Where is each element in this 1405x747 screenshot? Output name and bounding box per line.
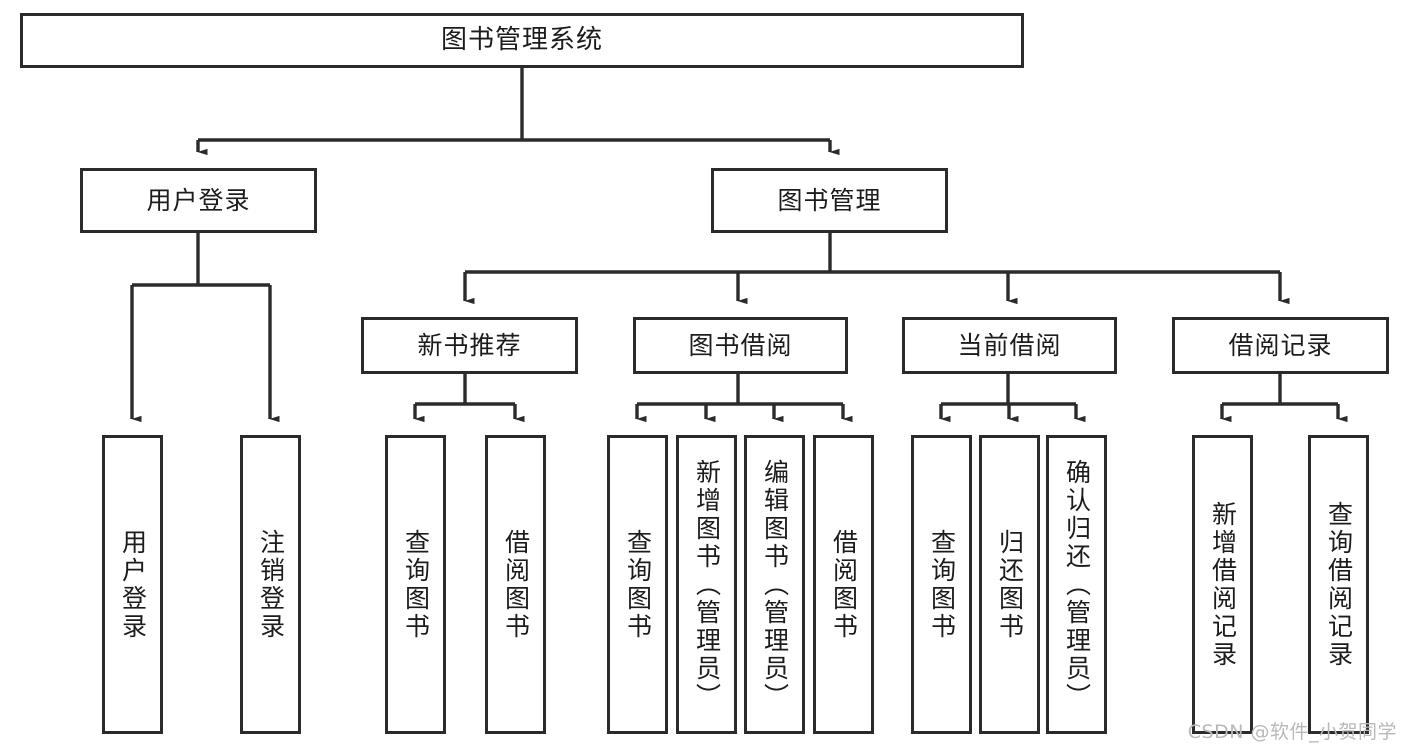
leaf-add-book-admin[interactable]: 新增图书（管理员） [676,435,737,734]
node-label: 新增借阅记录 [1208,500,1238,669]
leaf-edit-book-admin[interactable]: 编辑图书（管理员） [744,435,805,734]
node-label: 新增图书（管理员） [692,458,722,711]
node-book-manage[interactable]: 图书管理 [711,168,948,233]
node-label: 新书推荐 [417,330,522,360]
node-label: 借阅图书 [829,528,859,641]
leaf-query-book-recommend[interactable]: 查询图书 [385,435,446,734]
leaf-query-book-current[interactable]: 查询图书 [911,435,972,734]
leaf-return-book[interactable]: 归还图书 [979,435,1040,734]
leaf-borrow-book-recommend[interactable]: 借阅图书 [485,435,546,734]
node-current-borrow[interactable]: 当前借阅 [902,317,1117,374]
node-label: 借阅记录 [1228,330,1333,360]
watermark-text: CSDN @软件_小贺同学 [1187,721,1397,743]
leaf-user-login[interactable]: 用户登录 [102,435,163,734]
leaf-borrow-book-borrow[interactable]: 借阅图书 [813,435,874,734]
node-label: 查询图书 [401,528,431,641]
leaf-query-book-borrow[interactable]: 查询图书 [607,435,668,734]
node-label: 查询借阅记录 [1324,500,1354,669]
node-label: 查询图书 [623,528,653,641]
node-label: 归还图书 [995,528,1025,641]
node-borrow-record[interactable]: 借阅记录 [1172,317,1389,374]
node-label: 用户登录 [146,185,251,215]
node-label: 查询图书 [927,528,957,641]
leaf-user-logout[interactable]: 注销登录 [240,435,301,734]
node-label: 确认归还（管理员） [1062,458,1092,711]
node-root-book-management-system[interactable]: 图书管理系统 [20,13,1024,68]
leaf-add-borrow-record[interactable]: 新增借阅记录 [1192,435,1253,734]
node-label: 图书管理 [777,185,882,215]
leaf-query-borrow-record[interactable]: 查询借阅记录 [1308,435,1369,734]
node-label: 用户登录 [118,528,148,641]
node-label: 当前借阅 [957,330,1062,360]
node-new-book-recommend[interactable]: 新书推荐 [361,317,578,374]
node-label: 图书借阅 [688,330,793,360]
node-label: 图书管理系统 [440,25,603,56]
node-user-login[interactable]: 用户登录 [80,168,317,233]
node-label: 注销登录 [256,528,286,641]
leaf-confirm-return-admin[interactable]: 确认归还（管理员） [1046,435,1107,734]
node-label: 借阅图书 [501,528,531,641]
node-book-borrow[interactable]: 图书借阅 [633,317,848,374]
node-label: 编辑图书（管理员） [760,458,790,711]
